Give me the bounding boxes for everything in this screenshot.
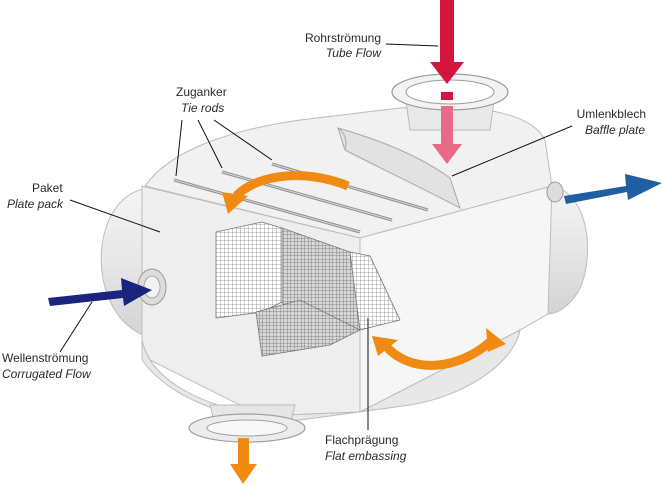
plate-pack — [215, 221, 401, 357]
label-tube-flow-de: Rohrströmung — [305, 31, 381, 45]
bottom-nozzle — [188, 404, 306, 443]
label-plate-pack: Paket Plate pack — [7, 181, 64, 211]
leader-plate-pack — [69, 199, 161, 233]
bottom-outlet-arrow — [230, 438, 257, 484]
label-tie-rods: Zuganker Tie rods — [176, 85, 227, 115]
label-baffle-plate-en: Baffle plate — [585, 123, 645, 137]
left-inlet-port — [137, 268, 167, 306]
label-baffle-plate: Umlenkblech Baffle plate — [577, 107, 646, 137]
label-corrugated-flow-de: Wellenströmung — [2, 351, 88, 365]
label-tube-flow-en: Tube Flow — [326, 46, 382, 60]
label-plate-pack-de: Paket — [32, 181, 63, 195]
label-flat-embossing: Flachprägung Flat embassing — [325, 433, 407, 463]
right-outlet-port — [546, 181, 564, 203]
label-flat-embossing-en: Flat embassing — [325, 449, 407, 463]
label-tie-rods-de: Zuganker — [176, 85, 227, 99]
leader-tube-flow — [385, 43, 439, 47]
top-curved-flow-arrow — [222, 171, 350, 214]
right-cylinder — [547, 185, 588, 315]
outlet-flow-arrow — [564, 174, 662, 204]
leader-tie-rods-2 — [197, 119, 223, 169]
label-tube-flow: Rohrströmung Tube Flow — [305, 31, 382, 60]
housing-bottom — [141, 329, 521, 422]
plate-pack-floor-mesh — [255, 299, 361, 357]
leader-corrugated-flow — [59, 301, 93, 353]
bottom-curved-flow-arrow — [372, 328, 506, 370]
leader-lines — [59, 43, 573, 430]
corrugated-flow-arrow — [48, 278, 152, 306]
label-baffle-plate-de: Umlenkblech — [577, 107, 646, 121]
label-tie-rods-en: Tie rods — [181, 101, 224, 115]
housing-right — [359, 185, 553, 413]
leader-tie-rods-3 — [213, 119, 273, 161]
leader-tie-rods-1 — [175, 119, 183, 177]
label-corrugated-flow: Wellenströmung Corrugated Flow — [2, 351, 92, 381]
label-plate-pack-en: Plate pack — [7, 197, 64, 211]
baffle-plate — [337, 127, 461, 210]
label-corrugated-flow-en: Corrugated Flow — [2, 367, 92, 381]
tube-flow-arrow-inside — [432, 106, 462, 164]
plate-pack-front-mesh — [215, 221, 283, 319]
tube-flow-arrow — [430, 0, 464, 100]
tie-rods — [173, 162, 429, 234]
label-flat-embossing-de: Flachprägung — [325, 433, 398, 447]
leader-baffle-plate — [451, 125, 573, 177]
